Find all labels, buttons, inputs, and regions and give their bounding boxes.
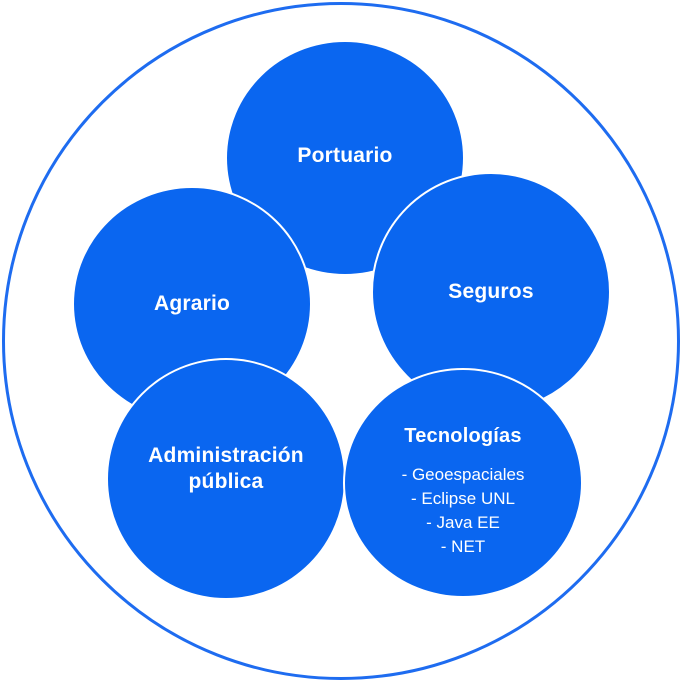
tecnologias-item: - Java EE <box>426 513 500 532</box>
tecnologias-item: - Eclipse UNL <box>411 489 515 508</box>
bubble-administracion-publica: Administración pública <box>106 358 346 600</box>
bubble-administracion-title: Administración pública <box>148 443 304 493</box>
bubble-tecnologias-title: Tecnologías <box>404 425 522 447</box>
tecnologias-item: - NET <box>440 537 486 556</box>
tecnologias-item: - Geoespaciales <box>401 465 525 484</box>
bubble-agrario-title: Agrario <box>153 291 231 315</box>
tecnologias-list: - Geoespaciales - Eclipse UNL - Java EE … <box>402 463 525 559</box>
bubble-seguros-title: Seguros <box>448 279 534 303</box>
bubble-tecnologias: Tecnologías - Geoespaciales - Eclipse UN… <box>343 368 583 598</box>
bubble-portuario-title: Portuario <box>297 143 393 167</box>
